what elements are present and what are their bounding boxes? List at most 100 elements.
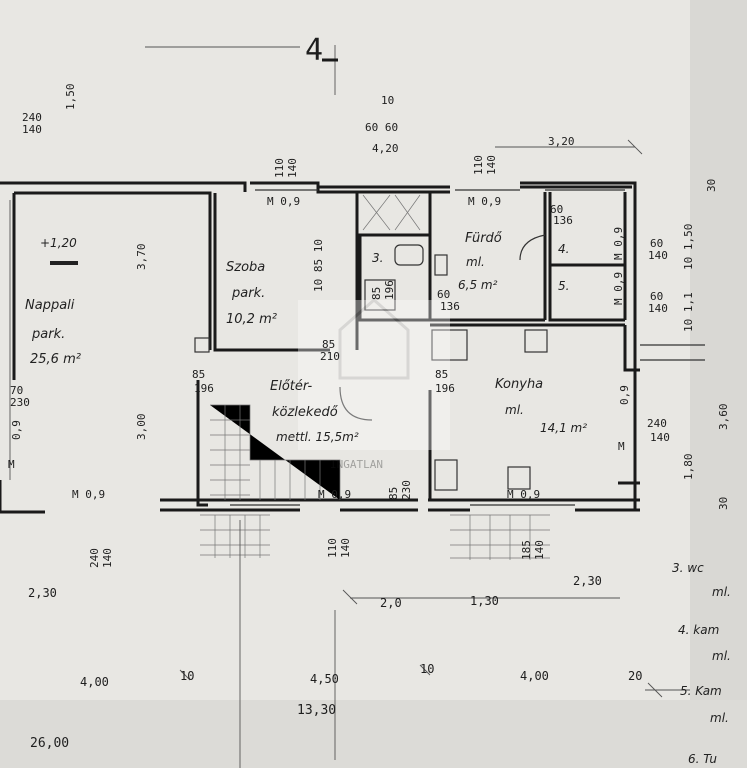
dim-20-b: 20 xyxy=(628,669,642,683)
eloter-name2: közlekedő xyxy=(272,405,339,420)
dim-70: 70 xyxy=(10,384,23,397)
dim-60-140-b2: 140 xyxy=(648,302,668,315)
room-4-label: 4. xyxy=(558,242,569,256)
dim-300: 3,00 xyxy=(135,414,148,441)
nappali-name: Nappali xyxy=(25,298,75,313)
dim-85-196-c2: 196 xyxy=(383,280,396,300)
dim-140-b: 140 xyxy=(485,155,498,175)
dim-m-l: M xyxy=(8,458,15,471)
dim-360: 3,60 xyxy=(717,404,730,431)
eloter-name: Előtér- xyxy=(270,379,313,394)
room-3-label: 3. xyxy=(372,251,383,265)
dim-85-210-a: 85 xyxy=(322,338,335,351)
dim-85-210-b: 210 xyxy=(320,350,340,363)
dim-09-l: 0,9 xyxy=(10,420,23,440)
dimension-texts: 240 140 1,50 10 60 60 4,20 3,20 110 140 … xyxy=(8,84,730,752)
dim-10-b1: 10 xyxy=(180,669,194,683)
dim-60-140-a2: 140 xyxy=(648,249,668,262)
paper-shadow-bottom xyxy=(0,700,747,768)
dim-370: 3,70 xyxy=(135,244,148,271)
dim-140-a: 140 xyxy=(286,158,299,178)
dim-140-br: 140 xyxy=(533,540,546,560)
dim-m09-bl: M 0,9 xyxy=(72,488,105,501)
dim-09-r: 0,9 xyxy=(618,385,631,405)
room-5-label: 5. xyxy=(558,279,569,293)
dim-1330: 13,30 xyxy=(297,703,336,718)
dim-140-bm: 140 xyxy=(339,538,352,558)
dim-60-136-a: 60 xyxy=(550,203,563,216)
szoba-floor: park. xyxy=(231,286,265,301)
furdo-name: Fürdő xyxy=(465,231,503,246)
room-nappali: +1,20 Nappali park. 25,6 m² xyxy=(25,236,81,367)
dimension-lines xyxy=(9,45,690,768)
dim-10-b2: 10 xyxy=(420,662,434,676)
dim-240-r: 240 xyxy=(647,417,667,430)
dim-400-r: 4,00 xyxy=(520,669,549,683)
dim-m09-b: M 0,9 xyxy=(468,195,501,208)
nappali-floor: park. xyxy=(31,327,65,342)
dim-85-196-b1: 85 xyxy=(435,368,448,381)
konyha-area: 14,1 m² xyxy=(540,421,587,435)
szoba-name: Szoba xyxy=(226,260,265,275)
room-legend: 3. wc ml. 4. kam ml. 5. Kam ml. 6. Tu xyxy=(672,561,731,766)
staircase xyxy=(200,194,550,560)
dim-130: 1,30 xyxy=(470,594,499,608)
dim-185: 185 xyxy=(520,540,533,560)
legend-5: 5. Kam xyxy=(680,684,722,698)
dim-240: 240 xyxy=(22,111,42,124)
section-marker-label: 4 xyxy=(305,33,323,68)
furdo-area: 6,5 m² xyxy=(458,278,498,292)
dim-400-l: 4,00 xyxy=(80,675,109,689)
dim-10-1: 10 1,1 xyxy=(682,292,695,332)
watermark: INGATLAN xyxy=(298,297,450,471)
dim-420: 4,20 xyxy=(372,142,399,155)
room-szoba: Szoba park. 10,2 m² xyxy=(226,260,277,327)
room-eloter: Előtér- közlekedő mettl. 15,5m² xyxy=(270,379,359,444)
dim-60-136-k1: 60 xyxy=(437,288,450,301)
dim-60-60: 60 60 xyxy=(365,121,398,134)
fixtures xyxy=(194,234,548,491)
dim-10-top: 10 xyxy=(381,94,394,107)
nappali-area: 25,6 m² xyxy=(30,352,81,367)
nappali-level: +1,20 xyxy=(40,236,77,250)
legend-6: 6. Tu xyxy=(688,752,717,766)
dim-m09-a: M 0,9 xyxy=(267,195,300,208)
dim-m09-bm: M 0,9 xyxy=(318,488,351,501)
legend-4: 4. kam xyxy=(678,623,719,637)
dim-10-150: 10 1,50 xyxy=(682,224,695,270)
dim-m09-br: M 0,9 xyxy=(507,488,540,501)
dim-140-bl: 140 xyxy=(101,548,114,568)
legend-3: 3. wc xyxy=(672,561,704,575)
dim-85-196-b2: 196 xyxy=(435,382,455,395)
dim-450: 4,50 xyxy=(310,672,339,686)
section-marker: 4 xyxy=(305,33,338,68)
dim-230-br: 2,30 xyxy=(573,574,602,588)
dim-60-140-b1: 60 xyxy=(650,290,663,303)
dim-2600: 26,00 xyxy=(30,736,69,751)
dim-20: 2,0 xyxy=(380,596,402,610)
dim-1085: 10 85 10 xyxy=(312,239,325,292)
konyha-name: Konyha xyxy=(495,377,543,392)
dim-140-r: 140 xyxy=(650,431,670,444)
level-mark xyxy=(50,261,78,265)
eloter-floor-area: mettl. 15,5m² xyxy=(276,430,359,444)
room-konyha: Konyha ml. 14,1 m² xyxy=(495,377,587,435)
dim-240-bl: 240 xyxy=(88,548,101,568)
watermark-text: INGATLAN xyxy=(330,458,383,471)
dim-110-bm: 110 xyxy=(326,538,339,558)
dim-140: 140 xyxy=(22,123,42,136)
dim-85-196-a2: 196 xyxy=(194,382,214,395)
dim-110-b: 110 xyxy=(472,155,485,175)
windows xyxy=(230,189,625,506)
room-furdo: Fürdő ml. 6,5 m² xyxy=(458,231,503,292)
legend-3-floor: ml. xyxy=(712,585,731,599)
legend-4-floor: ml. xyxy=(712,649,731,663)
dim-230-l: 230 xyxy=(10,396,30,409)
dim-180: 1,80 xyxy=(682,454,695,481)
dim-30: 30 xyxy=(705,179,718,192)
dim-85-230-b: 230 xyxy=(400,480,413,500)
dim-150: 1,50 xyxy=(64,84,77,111)
dim-230-bl: 2,30 xyxy=(28,586,57,600)
dim-320: 3,20 xyxy=(548,135,575,148)
